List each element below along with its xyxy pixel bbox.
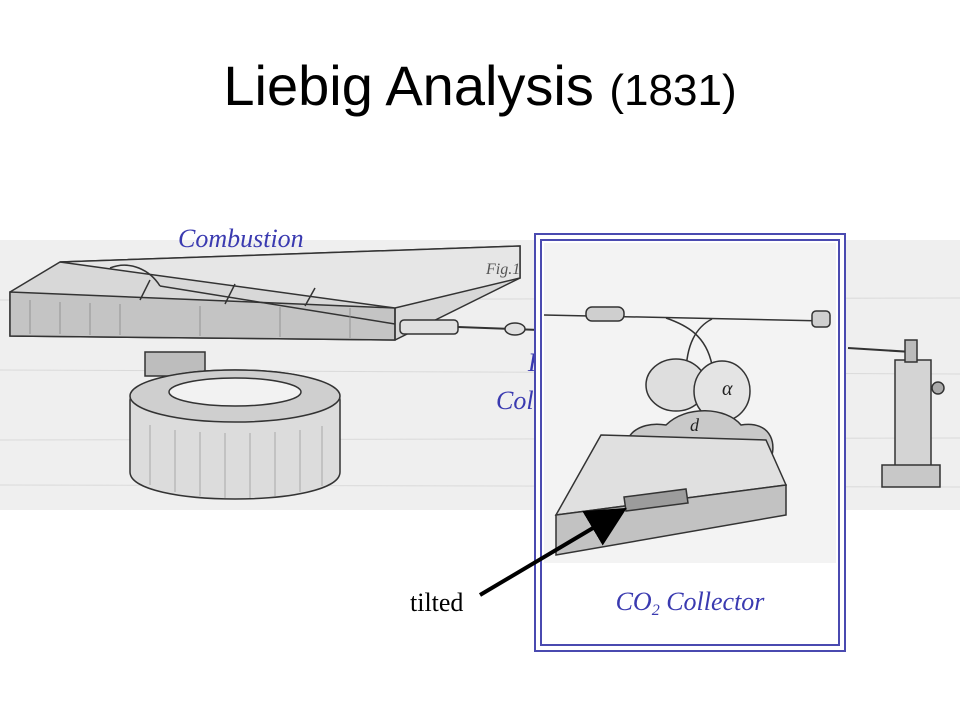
trough-hatching xyxy=(29,300,351,338)
furnace-pedestal xyxy=(129,351,341,500)
tilted-label: tilted xyxy=(410,588,464,617)
pedestal-hatching xyxy=(149,425,323,498)
h2o-collector-label-line2: Coll xyxy=(496,386,541,415)
co2-collector-inset: α d CO2 Collector xyxy=(534,233,846,652)
co2-prefix: CO xyxy=(615,587,652,616)
figure-mark: Fig.1 xyxy=(485,261,520,278)
tilted-arrow xyxy=(478,507,627,597)
co2-suffix: Collector xyxy=(659,587,765,616)
title-main: Liebig Analysis xyxy=(223,54,594,117)
bulb-label-d: d xyxy=(690,415,700,435)
co2-collector-label: CO2 Collector xyxy=(536,589,844,619)
title-year: (1831) xyxy=(609,66,737,115)
slide-title: Liebig Analysis (1831) xyxy=(0,58,960,114)
arrow-line xyxy=(478,507,627,597)
combustion-label: Combustion xyxy=(178,224,304,253)
bulb-label-a: α xyxy=(722,378,733,400)
furnace-trough xyxy=(9,245,521,341)
right-stand xyxy=(847,339,945,488)
co2-subscript: 2 xyxy=(651,602,660,619)
outlet-tube xyxy=(399,319,541,336)
connecting-tubes xyxy=(543,306,831,376)
